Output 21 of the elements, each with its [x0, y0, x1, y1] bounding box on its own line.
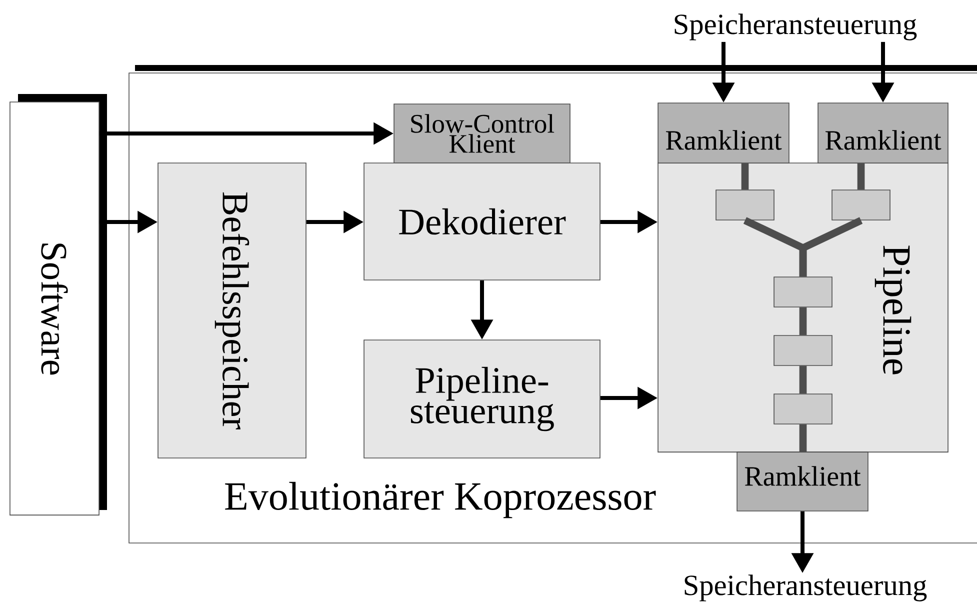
connector-line	[741, 163, 749, 190]
stage-box	[774, 276, 832, 308]
signal-label: Speicheransteuerung	[674, 14, 917, 40]
ram-client-box: Ramklient	[818, 102, 948, 164]
client-box: Slow-Control Klient	[394, 104, 570, 164]
software-block: Software	[10, 94, 107, 516]
stage-box	[774, 335, 832, 366]
connector-line	[799, 217, 863, 277]
decoder-box: Dekodierer	[364, 162, 600, 280]
connector-line	[799, 307, 807, 336]
memory-box: Befehlsspeicher	[158, 162, 306, 458]
connector-line	[799, 424, 807, 452]
signal-label: Speicheransteuerung	[684, 574, 927, 602]
stage-box	[716, 190, 774, 220]
connector-line	[857, 163, 865, 190]
control-box: Pipeline- steuerung	[364, 340, 600, 458]
ram-client-box: Ramklient	[658, 102, 790, 164]
stage-box	[774, 394, 832, 424]
stage-box	[832, 190, 890, 220]
connector-line	[799, 366, 807, 394]
ram-client-box: Ramklient	[736, 452, 868, 512]
